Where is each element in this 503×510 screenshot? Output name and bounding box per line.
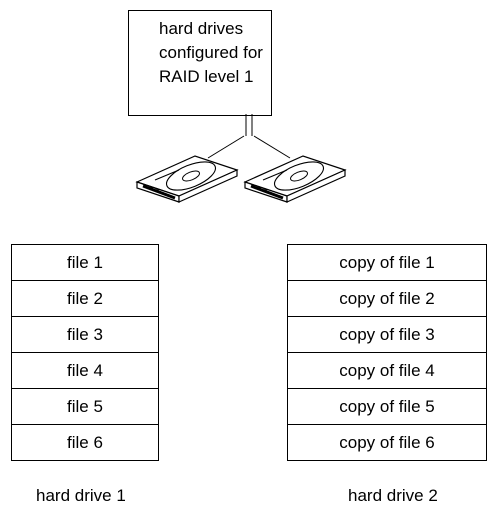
hard-drive-1-label: hard drive 1 <box>36 486 126 505</box>
hard-drive-1-icon <box>135 155 239 203</box>
table-row: copy of file 5 <box>287 388 487 425</box>
drive-1-file-table: file 1 file 2 file 3 file 4 file 5 file … <box>11 244 159 461</box>
file-copy-cell: copy of file 4 <box>287 352 487 389</box>
file-cell: file 3 <box>11 316 159 353</box>
table-row: copy of file 6 <box>287 424 487 461</box>
table-row: file 5 <box>11 388 159 425</box>
raid-box-line-1: hard drives <box>159 19 244 38</box>
table-row: copy of file 4 <box>287 352 487 389</box>
table-row: copy of file 1 <box>287 244 487 281</box>
file-cell: file 5 <box>11 388 159 425</box>
table-row: file 6 <box>11 424 159 461</box>
raid-box-line-2: configured for <box>159 43 263 62</box>
hard-drive-2-icon <box>243 155 347 203</box>
table-row: file 2 <box>11 280 159 317</box>
connector-lines <box>207 114 291 159</box>
raid-box-line-3: RAID level 1 <box>159 67 254 86</box>
file-cell: file 6 <box>11 424 159 461</box>
table-row: file 4 <box>11 352 159 389</box>
hard-drive-2-label: hard drive 2 <box>348 486 438 505</box>
table-row: file 1 <box>11 244 159 281</box>
file-copy-cell: copy of file 5 <box>287 388 487 425</box>
file-cell: file 1 <box>11 244 159 281</box>
file-copy-cell: copy of file 3 <box>287 316 487 353</box>
file-copy-cell: copy of file 2 <box>287 280 487 317</box>
raid-config-box: hard drives configured for RAID level 1 <box>128 10 272 116</box>
file-cell: file 2 <box>11 280 159 317</box>
file-copy-cell: copy of file 6 <box>287 424 487 461</box>
file-cell: file 4 <box>11 352 159 389</box>
table-row: file 3 <box>11 316 159 353</box>
table-row: copy of file 3 <box>287 316 487 353</box>
drive-2-file-table: copy of file 1 copy of file 2 copy of fi… <box>287 244 487 461</box>
drives-illustration <box>135 114 347 203</box>
table-row: copy of file 2 <box>287 280 487 317</box>
file-copy-cell: copy of file 1 <box>287 244 487 281</box>
